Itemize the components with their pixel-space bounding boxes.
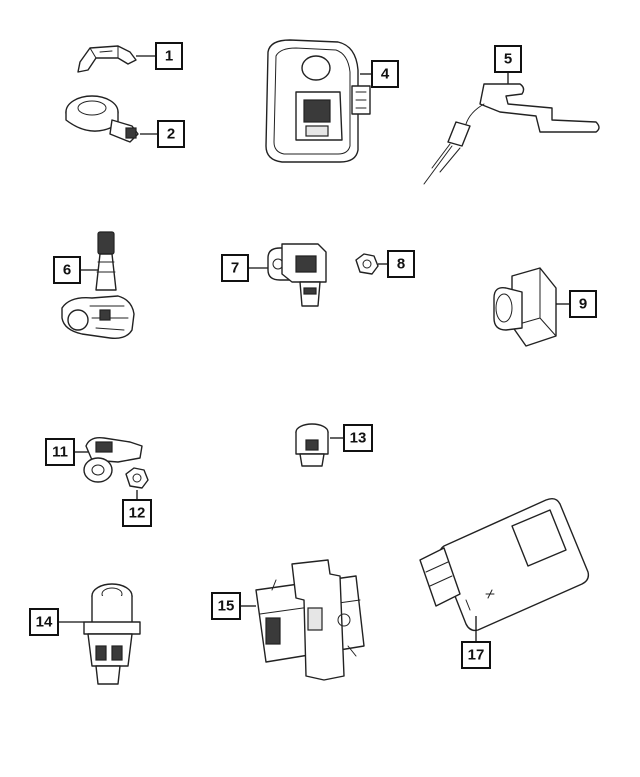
svg-text:14: 14: [36, 614, 53, 631]
callout-9[interactable]: 9: [569, 290, 597, 318]
part-5-cable-drawing: [423, 83, 600, 185]
svg-text:12: 12: [129, 505, 146, 522]
callout-2[interactable]: 2: [157, 120, 185, 148]
svg-text:9: 9: [579, 296, 587, 313]
part-7-sensor-drawing: [267, 243, 327, 307]
callout-6[interactable]: 6: [53, 256, 81, 284]
svg-text:1: 1: [165, 48, 173, 65]
svg-text:4: 4: [381, 66, 390, 83]
svg-text:13: 13: [350, 430, 367, 447]
part-14-socket-drawing: [83, 583, 141, 685]
callout-13[interactable]: 13: [343, 424, 373, 452]
callout-15[interactable]: 15: [211, 592, 241, 620]
part-13-push-sensor-drawing: [295, 423, 329, 467]
part-2-sensor-drawing: [65, 95, 139, 143]
svg-text:17: 17: [468, 647, 485, 664]
callout-4[interactable]: 4: [371, 60, 399, 88]
part-17-control-module-drawing: [419, 497, 590, 632]
callout-11[interactable]: 11: [45, 438, 75, 466]
callout-8[interactable]: 8: [387, 250, 415, 278]
callout-14[interactable]: 14: [29, 608, 59, 636]
svg-text:15: 15: [218, 598, 235, 615]
callout-5[interactable]: 5: [494, 45, 522, 73]
callout-1[interactable]: 1: [155, 42, 183, 70]
part-6-valve-sensor-drawing: [61, 231, 135, 340]
svg-text:2: 2: [167, 126, 175, 143]
svg-text:11: 11: [52, 444, 68, 461]
svg-text:6: 6: [63, 262, 71, 279]
callout-12[interactable]: 12: [122, 499, 152, 527]
part-4-module-drawing: [265, 39, 371, 163]
svg-text:7: 7: [231, 260, 239, 277]
part-12-nut-drawing: [125, 467, 149, 489]
part-1-clip-drawing: [77, 45, 137, 73]
svg-text:8: 8: [397, 256, 405, 273]
part-9-block-drawing: [493, 267, 557, 347]
callout-17[interactable]: 17: [461, 641, 491, 669]
svg-text:5: 5: [504, 51, 512, 68]
part-15-module-drawing: [255, 559, 365, 681]
part-11-knock-sensor-drawing: [83, 436, 143, 483]
callout-7[interactable]: 7: [221, 254, 249, 282]
part-8-nut-drawing: [355, 253, 379, 275]
